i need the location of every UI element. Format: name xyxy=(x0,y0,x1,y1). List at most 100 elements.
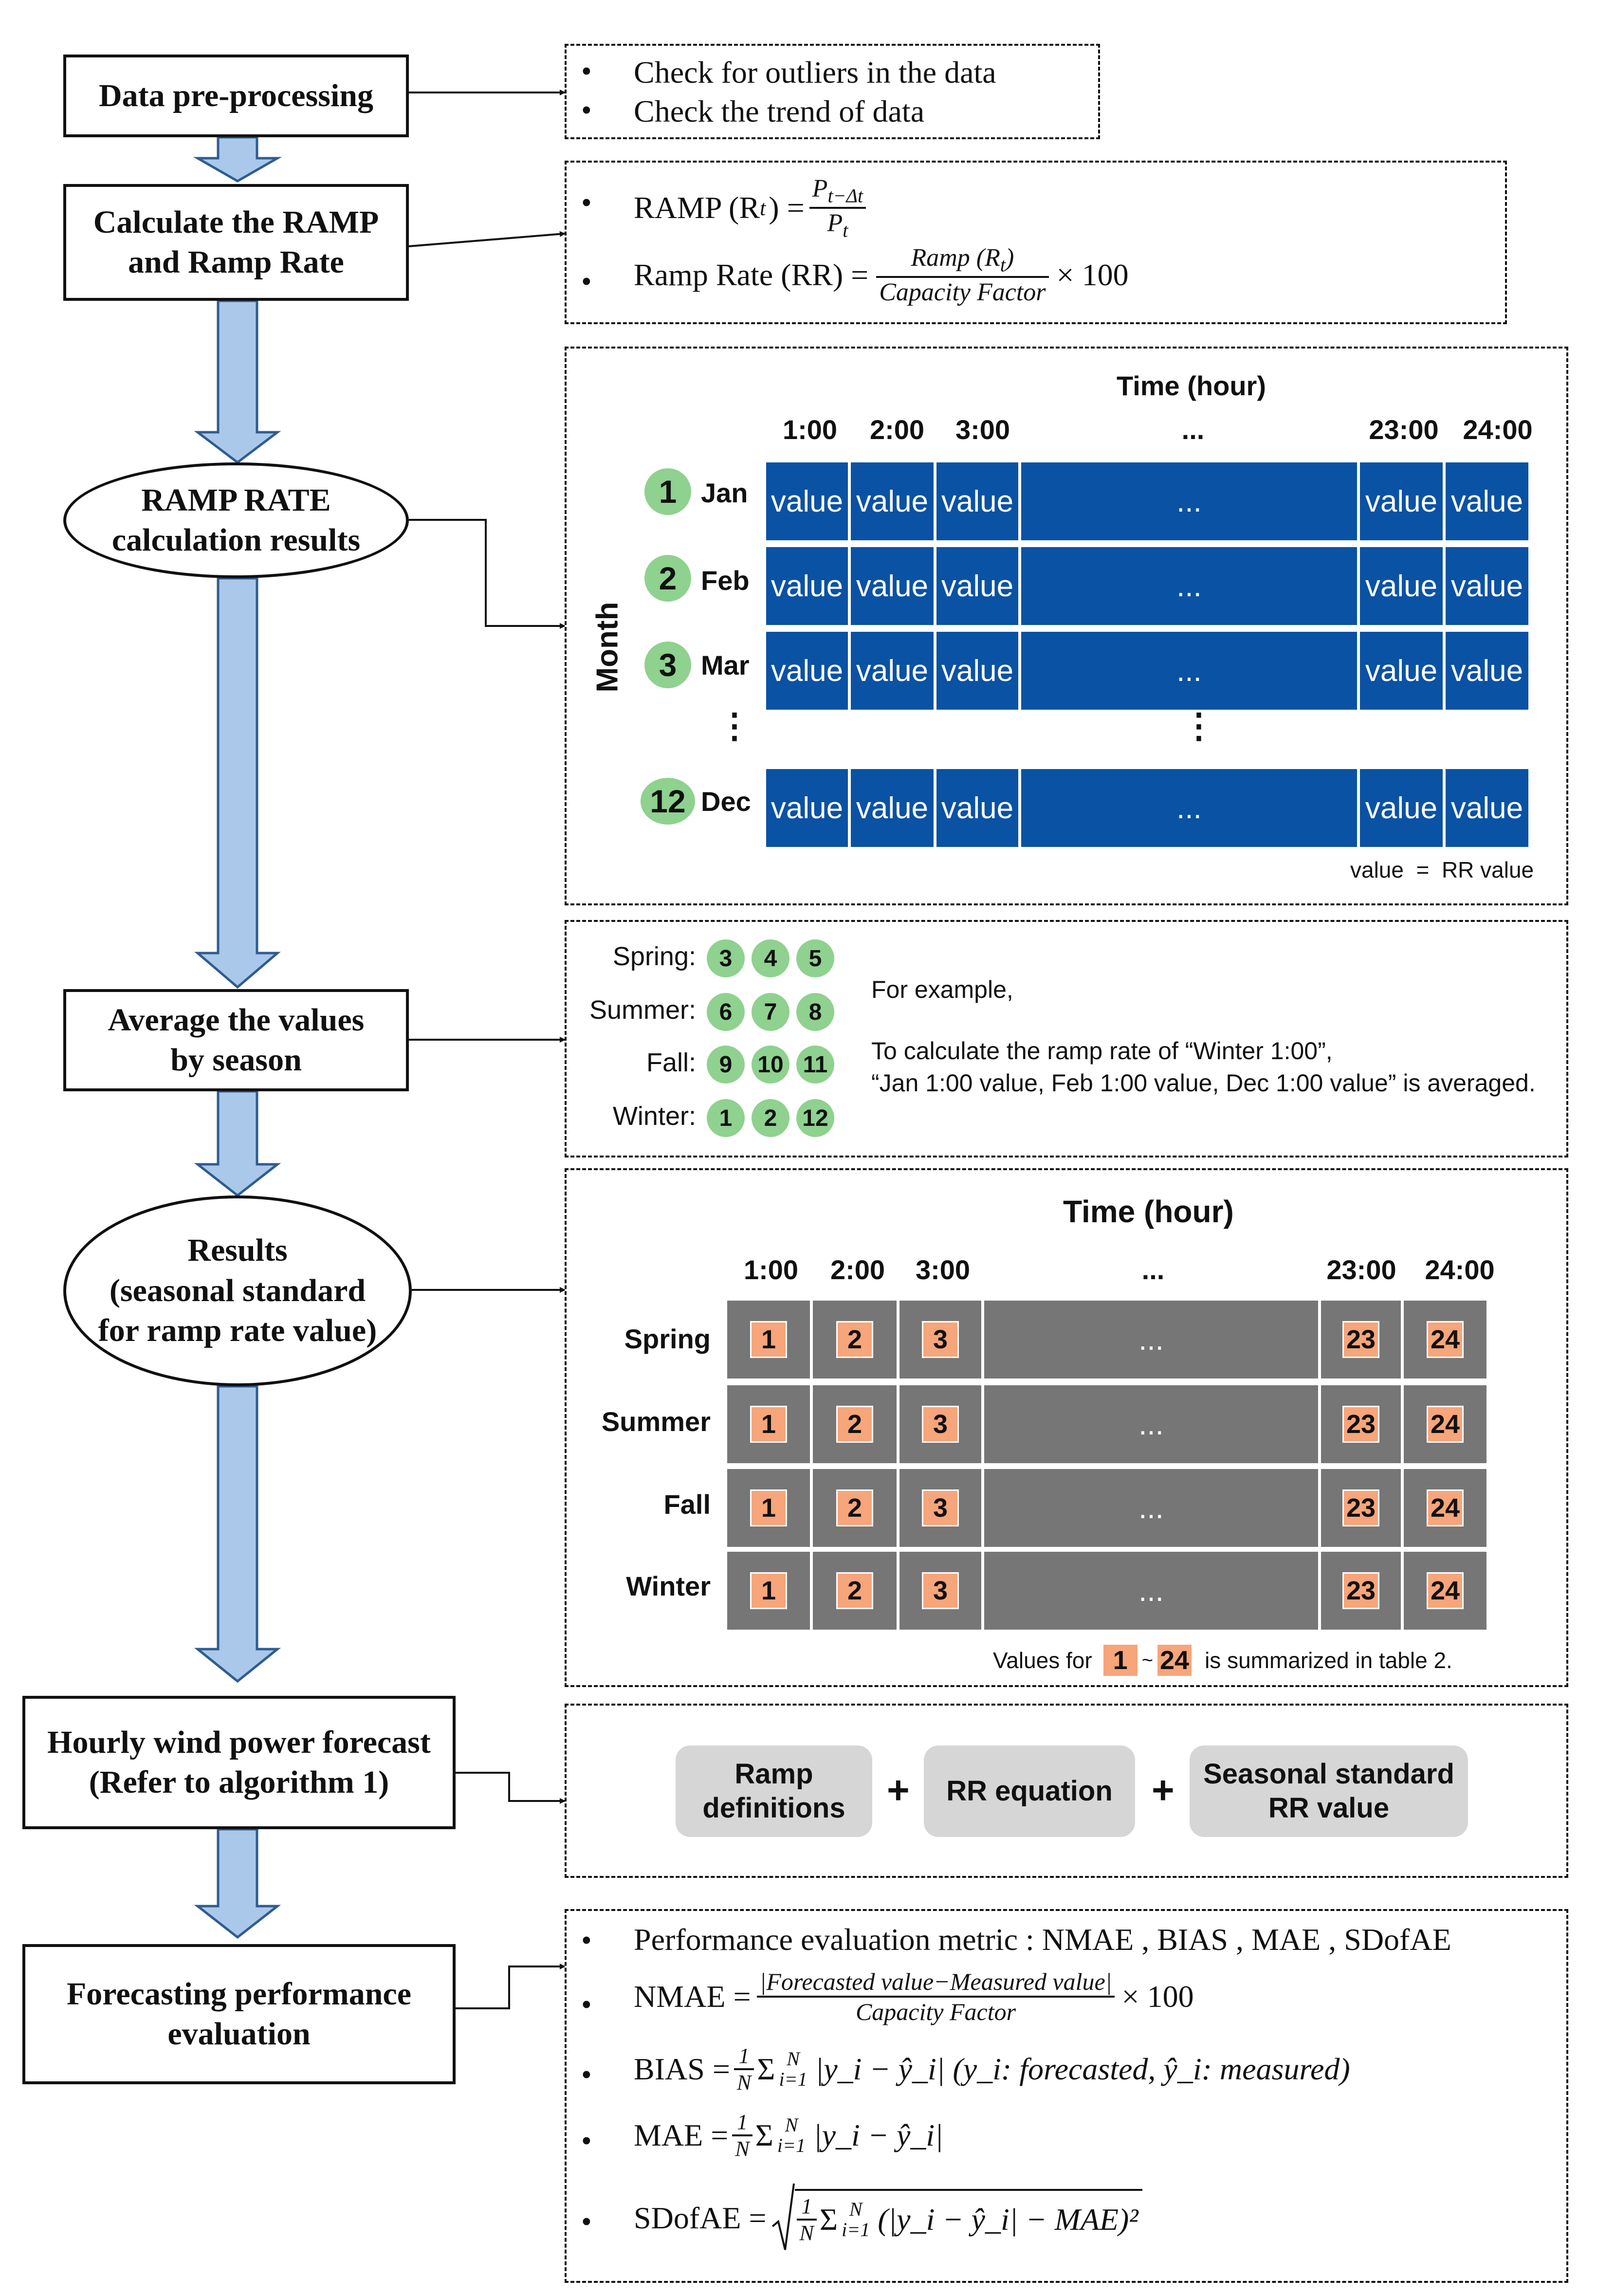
season-row-fall: 1 2 3 ... 23 24 xyxy=(727,1469,1487,1547)
season-cell: 1 xyxy=(727,1385,813,1463)
summary-tilde: ~ xyxy=(1141,1649,1154,1671)
month-name: Jan xyxy=(701,478,748,508)
month-badge: 1 xyxy=(644,468,691,515)
hour-badge: 3 xyxy=(922,1321,959,1358)
sum-top: N xyxy=(787,2048,800,2070)
ramp-label: RAMP (R xyxy=(634,190,760,225)
check-trend: Check the trend of data xyxy=(634,94,925,129)
nmae-label: NMAE = xyxy=(634,1979,751,2014)
rr-cell: value xyxy=(851,769,936,847)
rr-cell: value xyxy=(1446,547,1528,625)
rr-num: Ramp (R xyxy=(911,244,1000,272)
rr-cell: value xyxy=(766,632,851,710)
season-cell-ellipsis: ... xyxy=(984,1301,1321,1378)
season-month-badge: 7 xyxy=(752,993,789,1031)
season-cell: 2 xyxy=(813,1469,899,1547)
ramp-rate-equation: Ramp Rate (RR) = Ramp (Rt) Capacity Fact… xyxy=(634,243,1129,307)
season-cell: 24 xyxy=(1404,1301,1487,1378)
bias-label: BIAS = xyxy=(634,2052,730,2086)
sdofae-label: SDofAE = xyxy=(634,2201,767,2235)
hour-badge: 2 xyxy=(836,1572,873,1609)
ramp-definitions-box: Ramp definitions xyxy=(676,1745,872,1837)
month-row-feb: value value value ... value value xyxy=(766,547,1528,625)
season-cell: 23 xyxy=(1321,1552,1404,1630)
nmae-fraction: |Forecasted value−Measured value| Capaci… xyxy=(756,1967,1115,2026)
season-row-winter: 1 2 3 ... 23 24 xyxy=(727,1552,1487,1630)
sum-top: N xyxy=(849,2198,863,2220)
rr-cell: value xyxy=(1360,547,1446,625)
plus-sign: + xyxy=(887,1768,910,1812)
ramp-eq: ) = xyxy=(769,190,805,225)
season-row-label: Fall xyxy=(663,1489,711,1520)
month-name: Mar xyxy=(701,650,750,680)
rr-cell: value xyxy=(1360,769,1446,847)
sqrt-sign xyxy=(771,2183,795,2250)
hour-badge: 2 xyxy=(836,1321,873,1358)
hour-badge: 3 xyxy=(922,1406,959,1443)
season-row-summer: 1 2 3 ... 23 24 xyxy=(727,1385,1487,1463)
season-cell: 1 xyxy=(727,1301,813,1378)
bullet: • xyxy=(581,1988,592,2021)
hour-badge: 23 xyxy=(1342,1572,1379,1609)
rr-cell: value xyxy=(1446,769,1528,847)
node-label: Calculate the RAMP and Ramp Rate xyxy=(93,204,379,280)
nmae-den: Capacity Factor xyxy=(855,1998,1016,2025)
season-cell: 23 xyxy=(1321,1301,1404,1378)
node-label: Data pre-processing xyxy=(98,77,374,113)
ramp-den-sub: t xyxy=(843,219,848,241)
hour-badge: 1 xyxy=(750,1489,787,1526)
rr-cell-ellipsis: ... xyxy=(1021,632,1360,710)
node-hourly-forecast: Hourly wind power forecast (Refer to alg… xyxy=(22,1696,456,1829)
rr-cell: value xyxy=(936,769,1021,847)
vertical-ellipsis-center: ⋮ xyxy=(1182,707,1216,745)
sum-bot: i=1 xyxy=(777,2134,806,2156)
season-row-label: Summer xyxy=(601,1406,711,1437)
rr-cell-ellipsis: ... xyxy=(1021,462,1360,540)
down-arrow-5 xyxy=(194,1385,281,1683)
hour-header-ellipsis: ... xyxy=(1181,414,1205,445)
hour-badge: 23 xyxy=(1342,1321,1379,1358)
rr-mult: × 100 xyxy=(1056,257,1129,293)
rr-cell-ellipsis: ... xyxy=(1021,547,1360,625)
bullet: • xyxy=(581,265,592,298)
summary-note-pre: Values for xyxy=(993,1648,1092,1673)
season-row-label: Spring xyxy=(624,1323,711,1354)
season-label-summer: Summer: xyxy=(589,995,696,1025)
season-month-badge: 4 xyxy=(752,939,789,977)
hour-header-23: 23:00 xyxy=(1369,414,1439,445)
hour-badge: 1 xyxy=(750,1572,787,1609)
sdofae-expr: (|y_i − ŷ_i| − MAE)² xyxy=(878,2202,1138,2237)
down-arrow-4 xyxy=(194,1090,281,1197)
rr-den: Capacity Factor xyxy=(879,278,1046,307)
node-data-preprocessing: Data pre-processing xyxy=(63,55,409,137)
mae-label: MAE = xyxy=(634,2118,729,2152)
season-month-badge: 6 xyxy=(707,993,745,1031)
sum-bot: i=1 xyxy=(779,2068,808,2090)
bias-expr: |y_i − ŷ_i| (y_i: forecasted, ŷ_i: measu… xyxy=(815,2052,1350,2086)
frac-one: 1 xyxy=(796,2194,817,2221)
season-hour-header-ellipsis: ... xyxy=(1141,1254,1165,1285)
frac-n: N xyxy=(799,2221,814,2245)
season-cell-ellipsis: ... xyxy=(984,1469,1321,1547)
season-month-badge: 11 xyxy=(796,1046,834,1084)
metric-list: Performance evaluation metric : NMAE , B… xyxy=(634,1922,1451,1957)
season-label-winter: Winter: xyxy=(612,1102,696,1131)
hour-badge: 2 xyxy=(836,1489,873,1526)
node-label: Results (seasonal standard for ramp rate… xyxy=(98,1232,377,1349)
hour-header-2: 2:00 xyxy=(869,414,925,445)
bullet: • xyxy=(581,2125,592,2158)
hour-badge: 24 xyxy=(1427,1489,1464,1526)
season-cell: 3 xyxy=(899,1385,984,1463)
value-legend-note: value = RR value xyxy=(1350,857,1534,882)
rr-fraction: Ramp (Rt) Capacity Factor xyxy=(876,243,1049,307)
season-month-badge: 12 xyxy=(796,1099,834,1137)
check-outliers: Check for outliers in the data xyxy=(634,55,996,90)
